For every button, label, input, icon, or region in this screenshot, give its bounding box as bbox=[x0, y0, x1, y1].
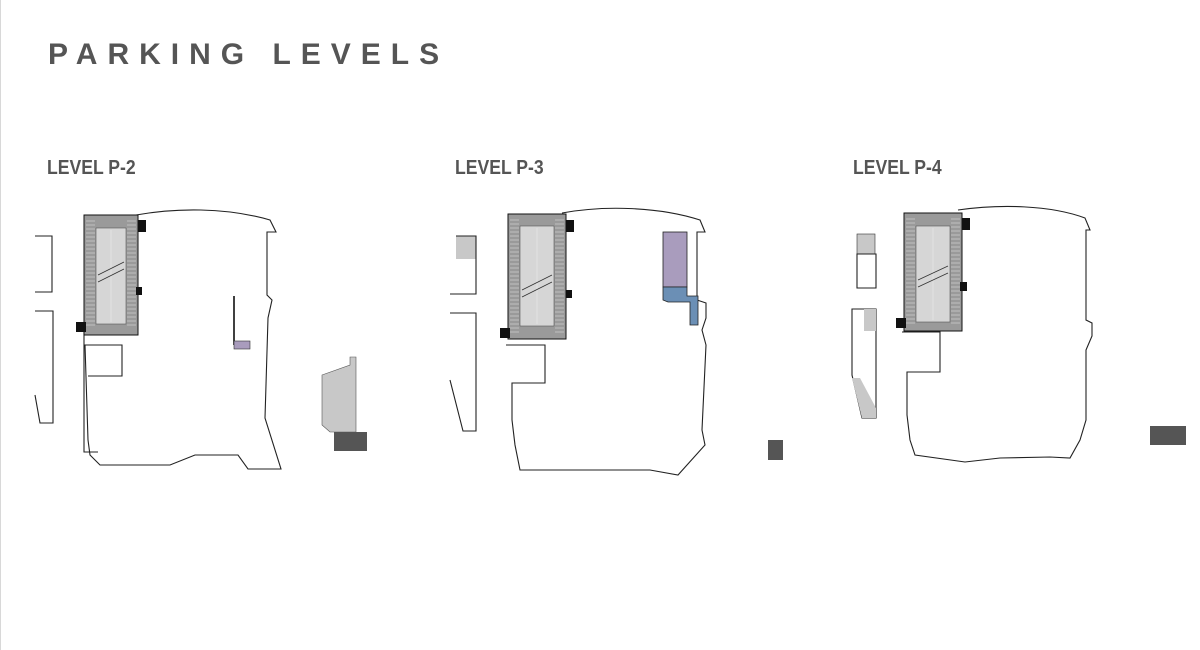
p3-parking-garage bbox=[500, 213, 574, 340]
p3-dark-gray-block bbox=[768, 440, 783, 460]
p4-parking-garage bbox=[896, 212, 970, 332]
p4-floor-outline bbox=[902, 205, 1093, 463]
level-p4-label: LEVEL P-4 bbox=[853, 157, 942, 179]
p3-floor-outline bbox=[506, 207, 707, 476]
p3-blue-stair bbox=[662, 286, 699, 326]
p2-light-gray-zone bbox=[321, 356, 357, 433]
p2-purple-room bbox=[233, 340, 251, 350]
p3-purple-core bbox=[662, 231, 688, 288]
p2-floor-outline bbox=[84, 209, 282, 470]
p2-parking-garage bbox=[76, 214, 146, 336]
p3-adjacent-left-strip bbox=[449, 235, 477, 432]
p4-adjacent-left-strip bbox=[851, 233, 877, 419]
p2-dark-gray-block bbox=[334, 432, 367, 451]
page-title: PARKING LEVELS bbox=[48, 38, 450, 71]
p4-dark-gray-block bbox=[1150, 426, 1186, 445]
p2-adjacent-left-strip bbox=[34, 235, 54, 424]
level-p2-label: LEVEL P-2 bbox=[47, 157, 136, 179]
level-p3-label: LEVEL P-3 bbox=[455, 157, 544, 179]
page-edge-line bbox=[0, 0, 1, 650]
